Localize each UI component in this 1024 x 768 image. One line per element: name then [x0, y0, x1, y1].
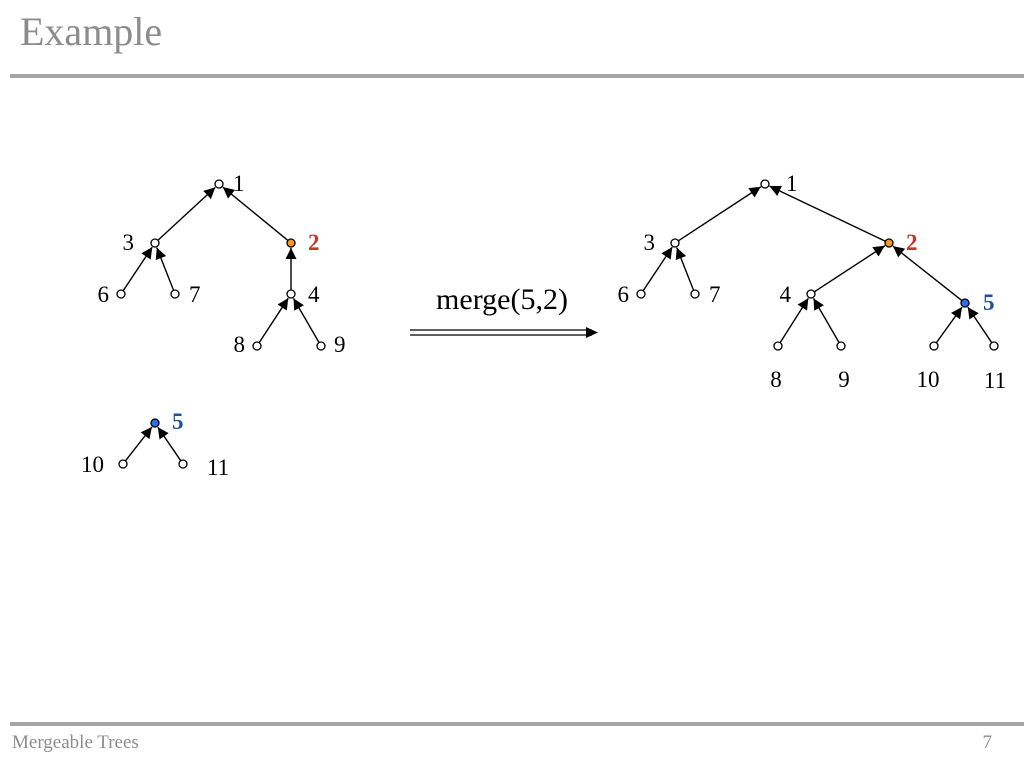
before-node-label-4: 4 — [308, 282, 320, 307]
after-edge-5-to-2 — [892, 245, 963, 302]
edges-layer — [122, 185, 993, 462]
before-node-3 — [150, 238, 160, 248]
before-edge-2-to-1 — [222, 186, 289, 242]
after-node-label-9: 9 — [838, 367, 850, 392]
after-node-11 — [989, 341, 999, 351]
after-node-label-2: 2 — [906, 230, 918, 255]
before-node-label-1: 1 — [233, 171, 245, 196]
after-edge-2-to-1 — [769, 185, 886, 242]
after-node-6 — [636, 289, 646, 299]
after-edge-6-to-3 — [642, 246, 673, 292]
after-node-label-3: 3 — [644, 230, 656, 255]
after-edge-8-to-4 — [779, 297, 809, 343]
after-edge-10-to-5 — [935, 306, 963, 344]
slide-title: Example — [20, 9, 163, 54]
after-edge-3-to-1 — [677, 186, 762, 242]
before-node-label-8: 8 — [234, 332, 246, 357]
before-node-5 — [150, 418, 160, 428]
after-node-3 — [670, 238, 680, 248]
before-node-8 — [252, 341, 262, 351]
before-edge-8-to-4 — [258, 297, 289, 344]
before-node-2 — [286, 238, 296, 248]
before-node-11 — [178, 459, 188, 469]
after-node-2 — [884, 238, 894, 248]
before-edge-3-to-1 — [157, 186, 216, 241]
before-node-1 — [214, 179, 224, 189]
merge-operation-label: merge(5,2) — [436, 283, 568, 316]
before-node-label-10: 10 — [81, 452, 104, 477]
before-node-label-6: 6 — [98, 282, 110, 307]
after-node-label-7: 7 — [709, 282, 721, 307]
after-node-1 — [760, 179, 770, 189]
after-node-7 — [690, 289, 700, 299]
after-node-label-5: 5 — [983, 290, 995, 315]
after-node-9 — [836, 341, 846, 351]
before-node-label-2: 2 — [308, 230, 320, 255]
before-node-4 — [286, 289, 296, 299]
after-node-label-4: 4 — [780, 282, 792, 307]
after-node-label-1: 1 — [786, 171, 798, 196]
before-node-10 — [118, 459, 128, 469]
footer-title: Mergeable Trees — [12, 732, 139, 753]
before-edge-10-to-5 — [124, 426, 153, 462]
nodes-layer — [116, 179, 999, 469]
before-node-label-7: 7 — [189, 282, 201, 307]
before-edge-9-to-4 — [292, 297, 320, 343]
before-node-label-5: 5 — [172, 409, 184, 434]
before-node-label-3: 3 — [123, 230, 135, 255]
after-edge-9-to-4 — [812, 297, 840, 343]
after-edge-7-to-3 — [675, 247, 695, 291]
after-edge-11-to-5 — [967, 306, 993, 344]
after-node-label-11: 11 — [984, 368, 1006, 393]
before-edge-11-to-5 — [157, 426, 182, 462]
before-node-6 — [116, 289, 126, 299]
title-rule — [10, 74, 1024, 78]
after-node-10 — [929, 341, 939, 351]
after-node-label-8: 8 — [770, 367, 782, 392]
footer-rule — [10, 722, 1024, 726]
before-node-7 — [170, 289, 180, 299]
before-node-label-11: 11 — [207, 455, 229, 480]
after-node-label-10: 10 — [917, 367, 940, 392]
after-edge-4-to-2 — [813, 245, 886, 293]
page-number: 7 — [982, 732, 993, 753]
after-node-5 — [960, 298, 970, 308]
before-node-9 — [316, 341, 326, 351]
after-node-label-6: 6 — [618, 282, 630, 307]
after-node-4 — [806, 289, 816, 299]
before-node-label-9: 9 — [334, 332, 346, 357]
merge-arrow — [410, 327, 598, 338]
after-node-8 — [773, 341, 783, 351]
before-edge-6-to-3 — [122, 246, 153, 292]
before-edge-7-to-3 — [155, 247, 175, 291]
